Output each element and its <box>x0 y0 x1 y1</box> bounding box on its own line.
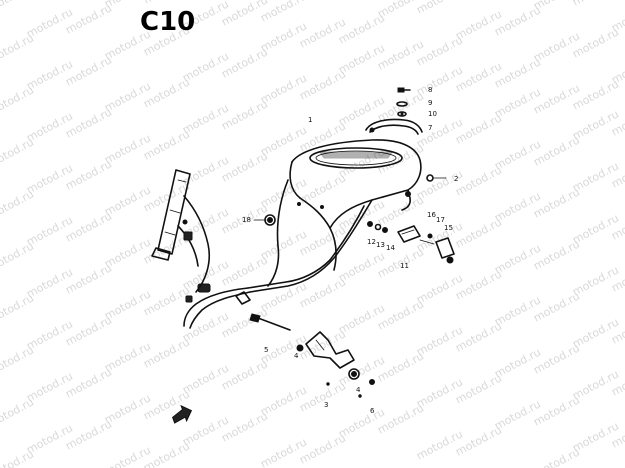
part-label-4a: 4 <box>294 352 299 360</box>
watermark-text: motod.ru <box>0 31 36 66</box>
watermark-text: motod.ru <box>0 291 36 326</box>
diagram-title: C10 <box>140 7 195 37</box>
watermark-text: motod.ru <box>0 343 36 378</box>
watermark-text: motod.ru <box>0 239 36 274</box>
part-18-grommet <box>253 214 276 226</box>
front-direction-arrow <box>172 404 193 424</box>
part-label-13: 13 <box>376 241 385 249</box>
part-label-11: 11 <box>400 262 409 270</box>
frame-body <box>267 139 422 287</box>
watermark-text: motod.ru <box>0 395 36 430</box>
part-label-6: 6 <box>370 407 375 415</box>
part-label-14: 14 <box>386 244 395 252</box>
part-label-10: 10 <box>428 110 437 118</box>
part-label-4b: 4 <box>356 386 361 394</box>
watermark-text: motod.ru <box>0 447 36 468</box>
watermark-text: motod.ru <box>414 0 465 17</box>
part-labels: 1 2 3 4 4 5 6 7 8 9 10 11 12 13 14 15 16… <box>242 86 458 415</box>
head-tube <box>151 169 211 293</box>
part-label-17: 17 <box>436 216 445 224</box>
part-label-5: 5 <box>264 346 268 354</box>
watermark-text: motod.ru <box>0 135 36 170</box>
right-small-parts <box>367 221 455 264</box>
watermark-text: motod.ru <box>531 445 582 468</box>
part-label-3: 3 <box>324 401 328 409</box>
part-2-clip <box>426 174 447 182</box>
watermark-text: motod.ru <box>141 0 192 7</box>
part-label-15: 15 <box>444 224 453 232</box>
part-label-8: 8 <box>428 86 432 94</box>
part-label-16: 16 <box>427 211 436 219</box>
part-label-18: 18 <box>242 216 251 224</box>
watermark-text: motod.ru <box>0 187 36 222</box>
lower-frame-tube <box>183 199 373 329</box>
part-label-1: 1 <box>308 116 312 124</box>
part-label-9: 9 <box>428 99 432 107</box>
watermark-text: motod.ru <box>570 0 621 9</box>
part-label-7: 7 <box>428 124 432 132</box>
seat-bracket <box>365 87 423 135</box>
engine-mount-bracket <box>249 313 375 398</box>
part-label-12: 12 <box>367 238 376 246</box>
watermark-text: motod.ru <box>0 83 36 118</box>
part-label-2: 2 <box>454 175 458 183</box>
watermark-text: motod.ru <box>0 0 36 15</box>
